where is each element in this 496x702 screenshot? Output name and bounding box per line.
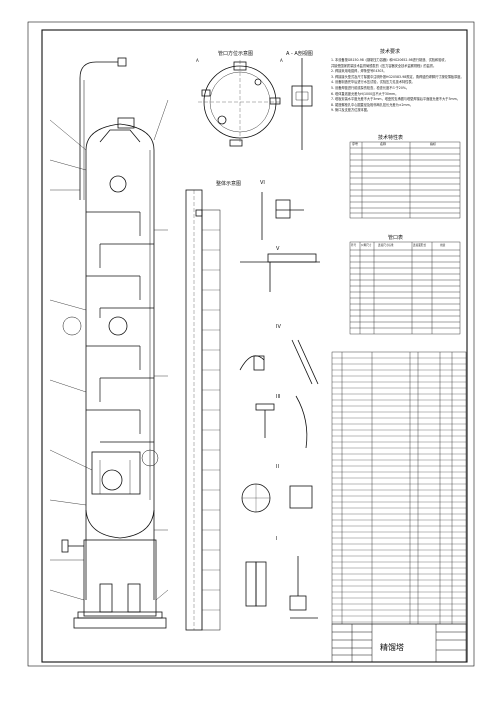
detail-views xyxy=(239,192,320,619)
detail-label-v: V xyxy=(276,246,280,252)
section-marker-a-right: A xyxy=(280,58,283,63)
detail-label-i: I xyxy=(276,536,277,542)
section-aa-title: A - A剖视图 xyxy=(286,51,313,57)
nozzle-table-header-size: 公称尺寸 xyxy=(361,244,372,247)
tech-characteristics-table xyxy=(349,141,461,219)
nozzle-table-title: 管口表 xyxy=(388,235,404,241)
detail-label-iii: III xyxy=(276,394,280,400)
inner-border xyxy=(41,29,468,663)
tower-elevation xyxy=(61,57,167,629)
nozzle-table-grid xyxy=(349,241,461,335)
nozzle-orientation-plan xyxy=(198,60,282,147)
tech-note: 8. 裙座螺栓孔中心圆直径及相邻两孔弦长允差为±2mm。 xyxy=(331,102,413,107)
nozzle-table-header-symbol: 符号 xyxy=(351,244,357,247)
section-aa-view xyxy=(291,58,313,150)
tech-table-header-value: 指标 xyxy=(430,142,437,146)
detail-label-iv: IV xyxy=(276,324,281,330)
technical-requirements-notes: 1. 本设备按GB150-98《钢制压力容器》和HG20652-98进行制造、试… xyxy=(331,58,463,114)
nozzle-table-header-face: 连接面形式 xyxy=(413,244,426,247)
tech-note: 6. 塔体直线度允差为H/1000且不大于30mm。 xyxy=(331,91,399,96)
parts-list-grid xyxy=(331,351,467,625)
drawing-title: 精馏塔 xyxy=(380,643,404,652)
detail-label-ii: II xyxy=(276,464,279,470)
section-marker-a-left: A xyxy=(196,58,199,63)
tech-note: 并接受国家质量技术监督局颁发的《压力容器安全技术监察规程》的监督。 xyxy=(331,63,437,68)
detail-label-vi: VI xyxy=(260,180,265,186)
tech-table-header-name: 名称 xyxy=(380,142,387,146)
tower-trays xyxy=(86,211,154,443)
overall-view-title: 整体示意图 xyxy=(216,181,242,187)
tech-table-header-no: 序号 xyxy=(352,142,359,146)
title-block xyxy=(331,623,467,663)
tech-note: 9. 管口及支座方位按本图。 xyxy=(331,108,371,113)
tech-note: 4. 设备制造完毕后进行水压试验，试验压力见技术特性表。 xyxy=(331,80,415,85)
tech-note: 7. 塔板安装水平度允差不大于3mm，塔盘的支承圈与塔壁焊接后平面度允差不大于3… xyxy=(331,97,460,102)
leader-lines xyxy=(49,99,169,601)
tech-note: 2. 焊接采用电弧焊，焊条型号E4303。 xyxy=(331,69,387,74)
tech-note: 3. 焊接接头型式及尺寸除图中注明外按HG20583-98规定，角焊缝的焊脚尺寸… xyxy=(331,74,463,79)
outer-border xyxy=(27,21,475,667)
nozzle-layout-title: 管口方位示意图 xyxy=(218,51,254,57)
parts-list-rows xyxy=(332,357,466,623)
nozzle-table-header-standard: 连接尺寸标准 xyxy=(378,244,394,247)
overall-view-diagram xyxy=(185,189,221,631)
technical-requirements-title: 技术要求 xyxy=(380,49,401,55)
tech-note: 1. 本设备按GB150-98《钢制压力容器》和HG20652-98进行制造、试… xyxy=(331,58,448,62)
nozzle-table-header-purpose: 用途 xyxy=(440,244,446,247)
technical-characteristics-title: 技术特性表 xyxy=(378,135,404,141)
tech-note: 5. 设备焊缝进行射线探伤检查，检查长度不少于20%。 xyxy=(331,85,410,90)
